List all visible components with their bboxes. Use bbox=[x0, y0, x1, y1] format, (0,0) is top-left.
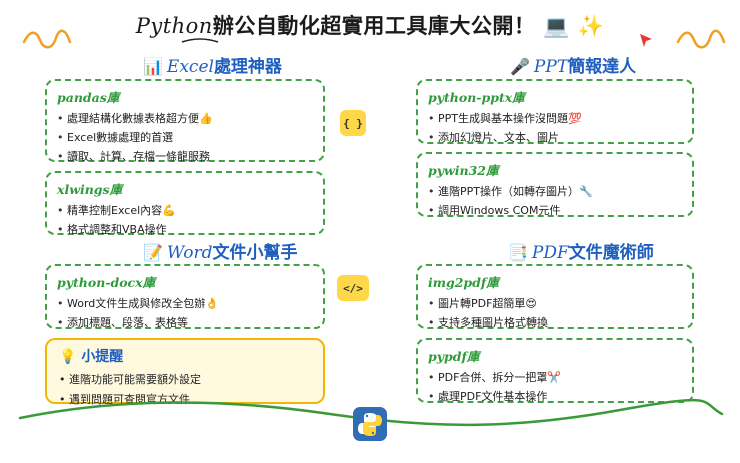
bar-chart-icon: 📊 bbox=[143, 57, 163, 76]
microphone-icon: 🎤 bbox=[510, 57, 530, 76]
title-underline bbox=[181, 38, 219, 43]
word-section-heading: 📝Word文件小幫手 bbox=[143, 238, 298, 263]
xlwings-card: xlwings庫 精準控制Excel內容💪 格式調整和VBA操作 bbox=[45, 171, 325, 239]
card-title: pypdf庫 bbox=[428, 349, 480, 364]
title-main: 辦公自動化超實用工具庫大公開！ bbox=[212, 14, 536, 38]
list-item: 處理PDF文件基本操作 bbox=[428, 387, 682, 406]
word-script-label: Word bbox=[166, 243, 213, 263]
list-item: PDF合併、拆分一把罩✂️ bbox=[428, 368, 682, 387]
python-docx-card: python-docx庫 Word文件生成與修改全包辦👌 添加標題、段落、表格等 bbox=[45, 264, 325, 332]
list-item: 精準控制Excel內容💪 bbox=[57, 201, 313, 220]
list-item: Excel數據處理的首選 bbox=[57, 128, 313, 147]
orange-squiggle-left bbox=[22, 29, 72, 49]
excel-title: 處理神器 bbox=[213, 57, 282, 77]
tip-title: 小提醒 bbox=[81, 349, 124, 365]
card-title: pandas庫 bbox=[57, 90, 120, 105]
code-tag-badge: </> bbox=[337, 275, 369, 301]
pandas-card: pandas庫 處理結構化數據表格超方便👍 Excel數據處理的首選 讀取、計算… bbox=[45, 79, 325, 166]
list-item: 添加幻燈片、文本、圖片 bbox=[428, 128, 682, 147]
ppt-section-heading: 🎤PPT簡報達人 bbox=[510, 52, 636, 77]
orange-squiggle-right bbox=[676, 29, 726, 49]
python-logo-icon bbox=[353, 407, 387, 441]
card-title: pywin32庫 bbox=[428, 163, 499, 178]
pdf-title: 文件魔術師 bbox=[568, 243, 654, 263]
document-icon: 📑 bbox=[508, 243, 528, 262]
braces-badge: { } bbox=[340, 110, 366, 136]
list-item: 進階PPT操作（如轉存圖片）🔧 bbox=[428, 182, 682, 201]
page-title: Python辦公自動化超實用工具庫大公開！ 💻 ✨ bbox=[0, 10, 740, 40]
ppt-script-label: PPT bbox=[533, 57, 569, 77]
list-item: 處理結構化數據表格超方便👍 bbox=[57, 109, 313, 128]
pypdf-card: pypdf庫 PDF合併、拆分一把罩✂️ 處理PDF文件基本操作 bbox=[416, 338, 694, 406]
tip-heading: 💡 小提醒 bbox=[59, 346, 311, 366]
title-python: Python bbox=[135, 14, 213, 38]
cursor-arrow-icon bbox=[640, 34, 652, 47]
python-pptx-card: python-pptx庫 PPT生成與基本操作沒問題💯 添加幻燈片、文本、圖片 bbox=[416, 79, 694, 147]
list-item: •進階功能可能需要額外設定 bbox=[59, 373, 201, 386]
tip-card: 💡 小提醒 •進階功能可能需要額外設定 •遇到問題可查閱官方文件 bbox=[45, 338, 325, 406]
green-wave-divider bbox=[18, 398, 724, 427]
list-item: 添加標題、段落、表格等 bbox=[57, 313, 313, 332]
word-title: 文件小幫手 bbox=[212, 243, 298, 263]
memo-icon: 📝 bbox=[143, 243, 163, 262]
sparkles-icon: ✨ bbox=[577, 14, 605, 38]
img2pdf-card: img2pdf庫 圖片轉PDF超簡單😍 支持多種圖片格式轉換 bbox=[416, 264, 694, 332]
card-title: img2pdf庫 bbox=[428, 275, 499, 290]
laptop-icon: 💻 bbox=[543, 14, 570, 38]
list-item: PPT生成與基本操作沒問題💯 bbox=[428, 109, 682, 128]
list-item: Word文件生成與修改全包辦👌 bbox=[57, 294, 313, 313]
card-title: python-docx庫 bbox=[57, 275, 156, 290]
card-title: python-pptx庫 bbox=[428, 90, 525, 105]
excel-script-label: Excel bbox=[166, 57, 214, 77]
list-item: 格式調整和VBA操作 bbox=[57, 220, 313, 239]
pywin32-card: pywin32庫 進階PPT操作（如轉存圖片）🔧 調用Windows COM元件 bbox=[416, 152, 694, 220]
list-item: 調用Windows COM元件 bbox=[428, 201, 682, 220]
lightbulb-icon: 💡 bbox=[59, 349, 77, 365]
pdf-script-label: PDF bbox=[531, 243, 569, 263]
list-item: 圖片轉PDF超簡單😍 bbox=[428, 294, 682, 313]
list-item: 讀取、計算、存檔一條龍服務 bbox=[57, 147, 313, 166]
pdf-section-heading: 📑PDF文件魔術師 bbox=[508, 238, 654, 263]
ppt-title: 簡報達人 bbox=[568, 57, 637, 77]
list-item: 支持多種圖片格式轉換 bbox=[428, 313, 682, 332]
card-title: xlwings庫 bbox=[57, 182, 123, 197]
excel-section-heading: 📊Excel處理神器 bbox=[143, 52, 282, 77]
